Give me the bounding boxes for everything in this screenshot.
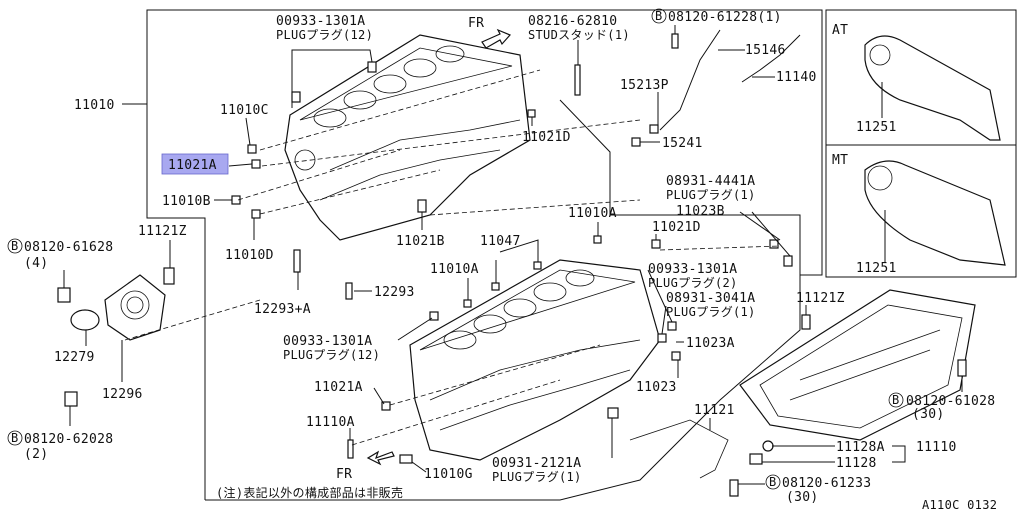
- label-11010: 11010: [74, 98, 115, 113]
- oil-pan: [739, 289, 976, 441]
- bolt-symbol-2: B: [11, 239, 19, 253]
- label-at: AT: [832, 23, 848, 38]
- label-plug1-b: PLUGプラグ(1): [666, 305, 756, 319]
- label-08931-3041A: 08931-3041A: [666, 291, 755, 306]
- label-11047: 11047: [480, 234, 521, 249]
- mt-inset-frame: [825, 144, 1017, 278]
- label-00933-1301A-low: 00933-1301A: [283, 334, 372, 349]
- assembly-lines: [124, 69, 781, 446]
- label-12279: 12279: [54, 350, 95, 365]
- at-rear-plate: [864, 35, 1001, 141]
- label-11121Z-right: 11121Z: [796, 291, 845, 306]
- lower-frame: [205, 275, 801, 501]
- rear-seal-retainer: [70, 274, 166, 341]
- fr-arrow-bottom: [366, 450, 395, 466]
- label-mt: MT: [832, 153, 848, 168]
- label-11010C: 11010C: [220, 103, 269, 118]
- label-11021A-low: 11021A: [314, 380, 363, 395]
- label-11110: 11110: [916, 440, 957, 455]
- label-11023B: 11023B: [676, 204, 725, 219]
- label-12293: 12293: [374, 285, 415, 300]
- label-11021A-highlighted: 11021A: [168, 158, 217, 173]
- label-11251-mt: 11251: [856, 261, 897, 276]
- label-stud1: STUDスタッド(1): [528, 28, 630, 42]
- label-08120-61228: 08120-61228(1): [668, 10, 782, 25]
- label-plug1-c: PLUGプラグ(1): [492, 470, 582, 484]
- label-fr-top: FR: [468, 16, 484, 31]
- label-11010A-mid: 11010A: [430, 262, 479, 277]
- label-11023A: 11023A: [686, 336, 735, 351]
- bolt-symbol-1: B: [655, 9, 663, 23]
- label-plug12-low: PLUGプラグ(12): [283, 348, 380, 362]
- label-00933-1301A-right: 00933-1301A: [648, 262, 737, 277]
- label-00931-2121A: 00931-2121A: [492, 456, 581, 471]
- label-08120-61628: 08120-61628: [24, 240, 113, 255]
- label-11121Z-left: 11121Z: [138, 224, 187, 239]
- label-qty4: (4): [24, 256, 48, 271]
- fr-arrow-top: [481, 28, 512, 49]
- label-08120-62028: 08120-62028: [24, 432, 113, 447]
- label-11251-at: 11251: [856, 120, 897, 135]
- label-08931-4441A: 08931-4441A: [666, 174, 755, 189]
- label-15146: 15146: [745, 43, 786, 58]
- label-11021D-mid: 11021D: [652, 220, 701, 235]
- leader-lines: [63, 25, 963, 485]
- label-12293A: 12293+A: [254, 302, 311, 317]
- label-08120-61028: 08120-61028: [906, 394, 995, 409]
- label-qty30-b: (30): [786, 490, 819, 505]
- label-plug2: PLUGプラグ(2): [648, 276, 738, 290]
- label-11140: 11140: [776, 70, 817, 85]
- label-15241: 15241: [662, 136, 703, 151]
- label-plug1-a: PLUGプラグ(1): [666, 188, 756, 202]
- main-frame: [146, 9, 823, 500]
- label-11010D: 11010D: [225, 248, 274, 263]
- label-11010B: 11010B: [162, 194, 211, 209]
- label-12296: 12296: [102, 387, 143, 402]
- bolt-symbol-3: B: [11, 431, 19, 445]
- dipstick: [741, 34, 801, 83]
- label-11010G: 11010G: [424, 467, 473, 482]
- label-qty30-a: (30): [912, 407, 945, 422]
- label-08216-62810: 08216-62810: [528, 14, 617, 29]
- label-00933-1301A-top: 00933-1301A: [276, 14, 365, 29]
- footnote: (注)表記以外の構成部品は非販売: [216, 485, 403, 500]
- label-fr-low: FR: [336, 467, 352, 482]
- callout-labels: 11010 00933-1301A PLUGプラグ(12) FR 08216-6…: [7, 8, 997, 511]
- lower-cylinder-block: [409, 259, 661, 461]
- label-11121: 11121: [694, 403, 735, 418]
- oil-pan-gasket: [629, 419, 729, 479]
- label-11128: 11128: [836, 456, 877, 471]
- highlight-11021A: [161, 153, 229, 175]
- label-11023: 11023: [636, 380, 677, 395]
- label-15213P: 15213P: [620, 78, 669, 93]
- bolt-symbol-4: B: [892, 393, 900, 407]
- bolt-symbol-5: B: [769, 475, 777, 489]
- label-11128A: 11128A: [836, 440, 885, 455]
- dipstick-tube: [659, 29, 721, 131]
- label-qty2: (2): [24, 447, 48, 462]
- mt-rear-plate: [864, 160, 1006, 266]
- label-11110A: 11110A: [306, 415, 355, 430]
- label-08120-61233: 08120-61233: [782, 476, 871, 491]
- label-11021D-top: 11021D: [522, 130, 571, 145]
- reference-code: A110C 0132: [922, 498, 997, 511]
- label-plug12-top: PLUGプラグ(12): [276, 28, 373, 42]
- label-11010A-right: 11010A: [568, 206, 617, 221]
- label-11021B: 11021B: [396, 234, 445, 249]
- upper-cylinder-block: [284, 34, 531, 241]
